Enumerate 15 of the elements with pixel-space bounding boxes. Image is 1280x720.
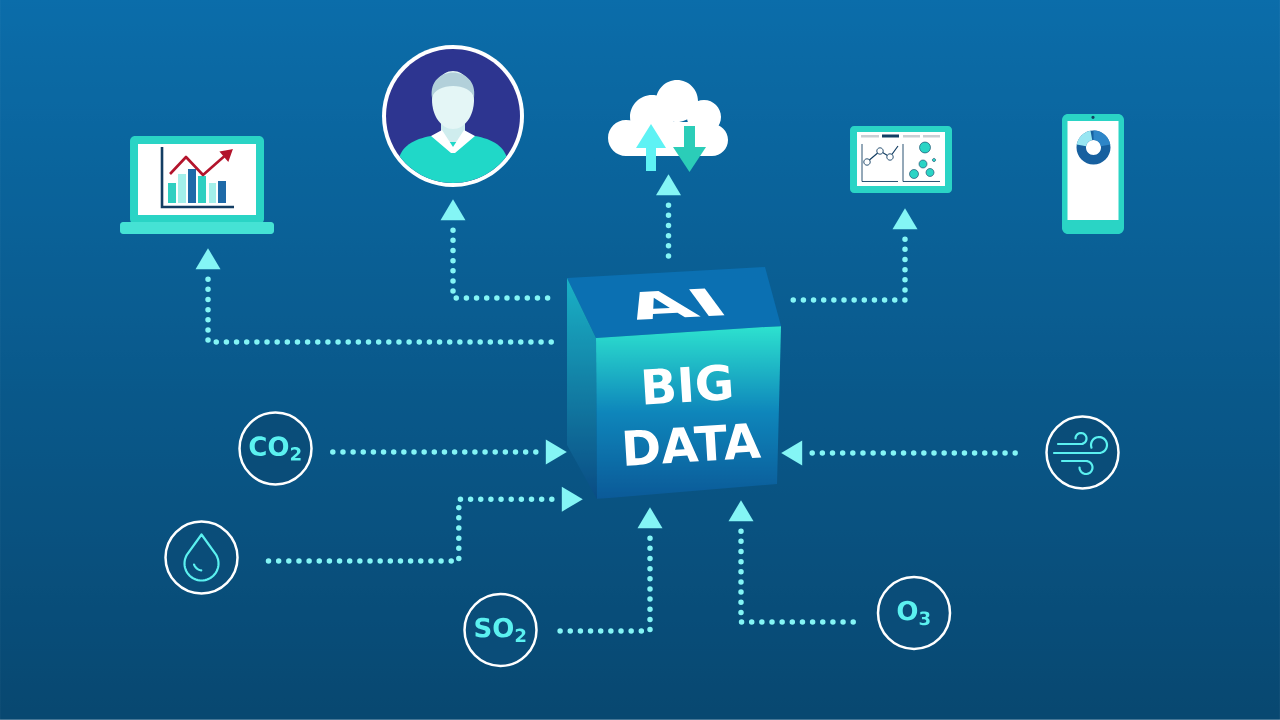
dotted-arrow	[728, 500, 857, 625]
tablet-chart-icon	[850, 126, 952, 193]
dotted-arrow	[790, 208, 918, 303]
cloud-arrows-icon	[608, 80, 728, 172]
data-cube: AI BIG DATA	[567, 267, 781, 499]
dotted-arrow	[781, 440, 1019, 466]
dotted-arrow	[265, 486, 583, 564]
dotted-arrow	[557, 507, 663, 634]
smartphone-icon	[1062, 114, 1124, 234]
dotted-arrow	[656, 174, 681, 259]
dotted-arrow	[329, 439, 567, 465]
avatar-icon	[382, 45, 524, 187]
node-label: AI	[636, 288, 725, 320]
laptop-icon	[120, 136, 274, 234]
dotted-arrow	[195, 248, 555, 345]
